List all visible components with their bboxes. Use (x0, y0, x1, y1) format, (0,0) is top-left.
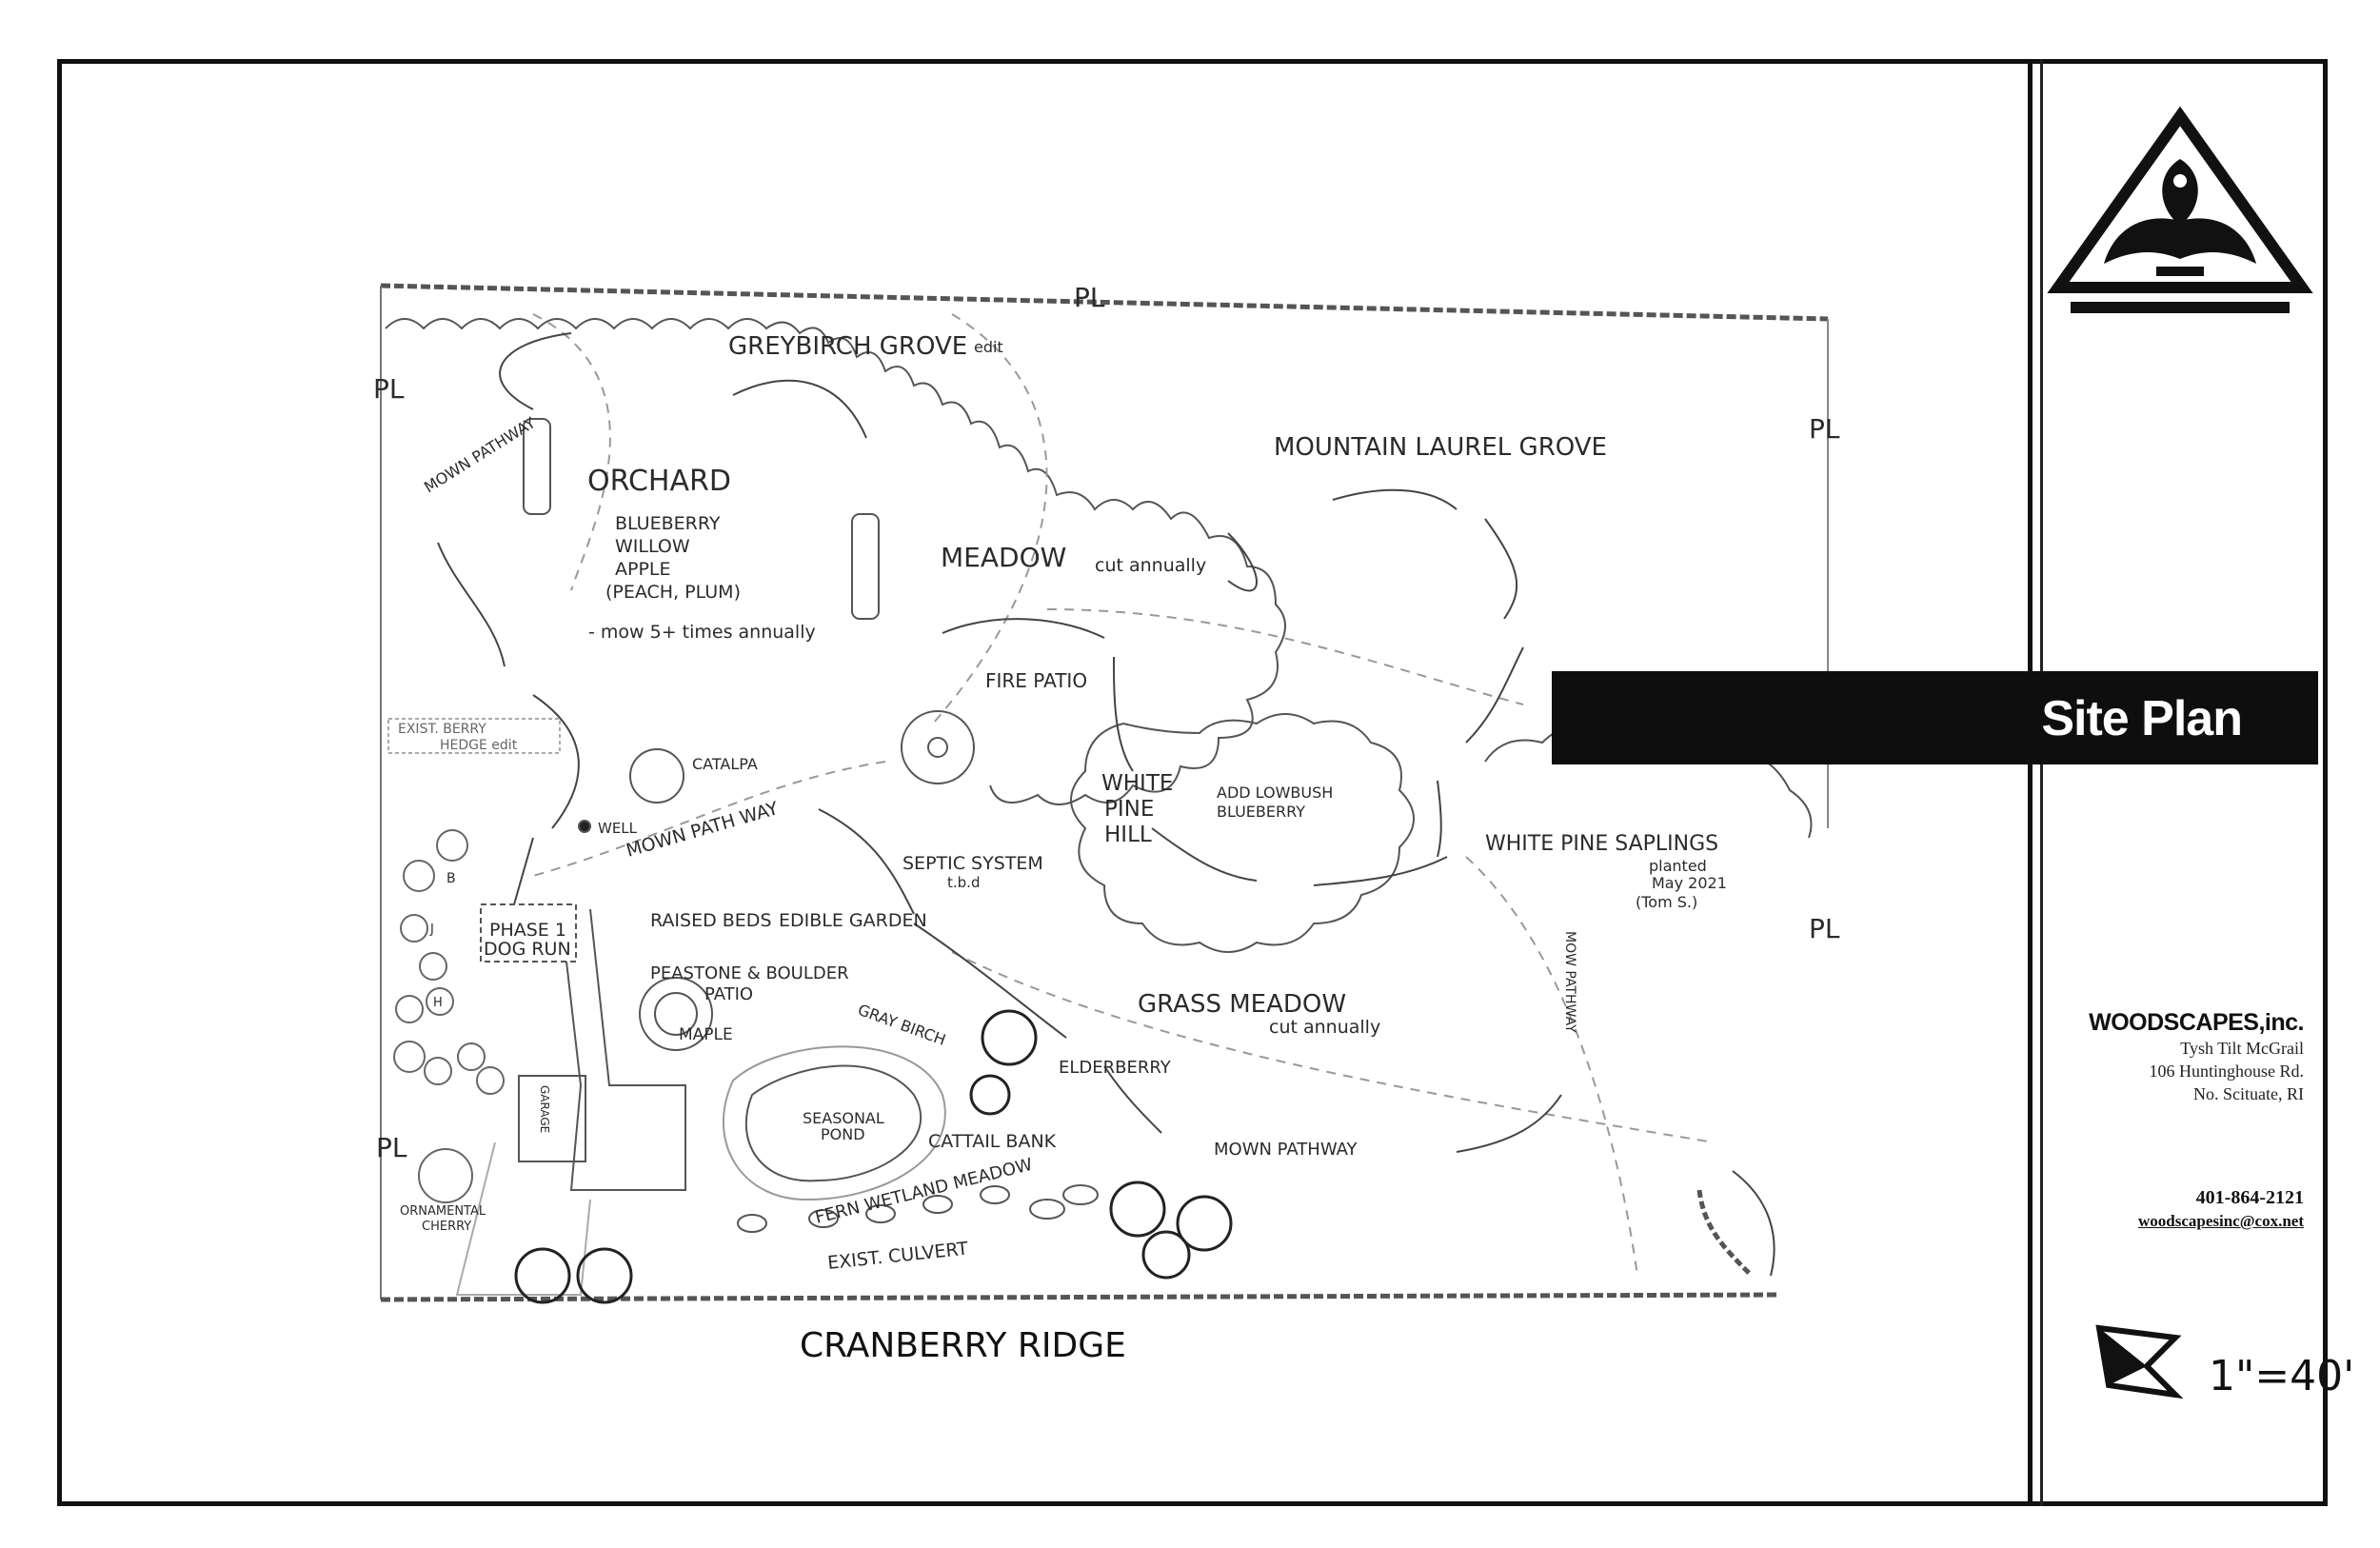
label-white-pine-saplings: WHITE PINE SAPLINGS (1485, 832, 1718, 856)
label-ornamental: ORNAMENTAL (400, 1204, 486, 1219)
label-add-lowbush: ADD LOWBUSH (1217, 784, 1333, 802)
label-white-pine-hill-2: PINE (1104, 797, 1154, 822)
label-fire-patio: FIRE PATIO (985, 669, 1087, 692)
label-greybirch-grove: GREYBIRCH GROVE (728, 332, 967, 361)
orchard-note: - mow 5+ times annually (588, 622, 816, 643)
label-phase-1: PHASE 1 (489, 920, 566, 941)
label-exist-berry-hedge-2: HEDGE edit (440, 738, 518, 753)
company-block: WOODSCAPES,inc. Tysh Tilt McGrail 106 Hu… (1923, 1009, 2304, 1105)
label-septic-system: SEPTIC SYSTEM (902, 853, 1043, 874)
north-arrow-icon (2095, 1324, 2184, 1399)
title-block-divider (2028, 59, 2033, 1506)
label-maple: MAPLE (679, 1025, 733, 1044)
orchard-item-2: WILLOW (615, 536, 690, 557)
meadow-note: cut annually (1095, 555, 1206, 576)
pl-marker-w: PL (376, 1132, 407, 1163)
orchard-item-1: BLUEBERRY (615, 513, 721, 534)
septic-note: t.b.d (947, 874, 980, 891)
saplings-note-1: planted (1649, 857, 1707, 875)
label-orchard: ORCHARD (587, 465, 731, 498)
label-pond: POND (821, 1125, 865, 1143)
label-mown-path-way: MOWN PATH WAY (624, 798, 781, 862)
label-peastone-boulder: PEASTONE & BOULDER (650, 963, 849, 983)
label-white-pine-hill-3: HILL (1104, 823, 1152, 847)
label-exist-berry-hedge: EXIST. BERRY (398, 722, 486, 737)
label-seasonal: SEASONAL (803, 1109, 884, 1127)
company-name: WOODSCAPES,inc. (2089, 1009, 2304, 1036)
label-greybirch-note: edit (974, 338, 1003, 356)
phone-number: 401-864-2121 (2195, 1187, 2304, 1208)
label-mow-pathway-vertical: MOW PATHWAY (1562, 931, 1577, 1033)
saplings-note-3: (Tom S.) (1636, 893, 1697, 911)
contact-block: 401-864-2121 woodscapesinc@cox.net (1923, 1183, 2304, 1231)
label-dog-run: DOG RUN (484, 939, 571, 960)
label-mown-pathway-se: MOWN PATHWAY (1214, 1140, 1359, 1160)
label-well: WELL (598, 820, 638, 837)
orchard-item-3: APPLE (615, 559, 671, 580)
label-white-pine-hill-1: WHITE (1101, 771, 1173, 796)
pl-marker-ne: PL (1809, 413, 1840, 445)
label-mown-pathway-nw: MOWN PATHWAY (421, 413, 539, 496)
scale-label: 1"=40' (2209, 1352, 2355, 1400)
title-bar: Site Plan (1552, 671, 2318, 764)
project-name: CRANBERRY RIDGE (800, 1326, 1126, 1365)
label-lowbush-blueberry: BLUEBERRY (1217, 803, 1305, 821)
address-line-2: No. Scituate, RI (2193, 1084, 2304, 1103)
pl-marker-n: PL (1074, 282, 1105, 313)
label-cherry: CHERRY (422, 1220, 471, 1234)
label-grass-meadow: GRASS MEADOW (1138, 990, 1346, 1019)
label-elderberry: ELDERBERRY (1059, 1058, 1172, 1078)
label-cattail-bank: CATTAIL BANK (928, 1131, 1057, 1152)
label-garage: GARAGE (538, 1085, 551, 1133)
label-catalpa: CATALPA (692, 755, 758, 773)
grass-meadow-note: cut annually (1269, 1017, 1380, 1038)
title-block-divider-inner (2040, 59, 2043, 1506)
address-line-1: 106 Huntinghouse Rd. (2149, 1062, 2304, 1081)
label-edible-garden: EDIBLE GARDEN (779, 910, 927, 931)
shrub-j-1: J (429, 923, 434, 937)
pl-marker-nw: PL (373, 373, 405, 405)
shrub-h-1: H (433, 996, 443, 1010)
contact-person: Tysh Tilt McGrail (2180, 1039, 2304, 1058)
sheet-title: Site Plan (2041, 691, 2243, 746)
label-raised-beds: RAISED BEDS (650, 910, 772, 931)
label-meadow: MEADOW (941, 542, 1066, 573)
label-gray-birch: GRAY BIRCH (856, 1001, 948, 1049)
label-exist-culvert: EXIST. CULVERT (826, 1239, 969, 1274)
pl-marker-e: PL (1809, 913, 1840, 944)
saplings-note-2: May 2021 (1652, 874, 1727, 892)
shrub-b-1: B (446, 871, 456, 886)
orchard-item-4: (PEACH, PLUM) (605, 582, 741, 603)
label-fern-wetland-meadow: FERN WETLAND MEADOW (813, 1155, 1035, 1228)
drawing-border (57, 59, 2328, 1506)
woodscapes-logo (2047, 107, 2313, 313)
email-link[interactable]: woodscapesinc@cox.net (2137, 1212, 2304, 1230)
label-patio: PATIO (704, 984, 753, 1004)
label-mountain-laurel-grove: MOUNTAIN LAUREL GROVE (1274, 433, 1607, 462)
